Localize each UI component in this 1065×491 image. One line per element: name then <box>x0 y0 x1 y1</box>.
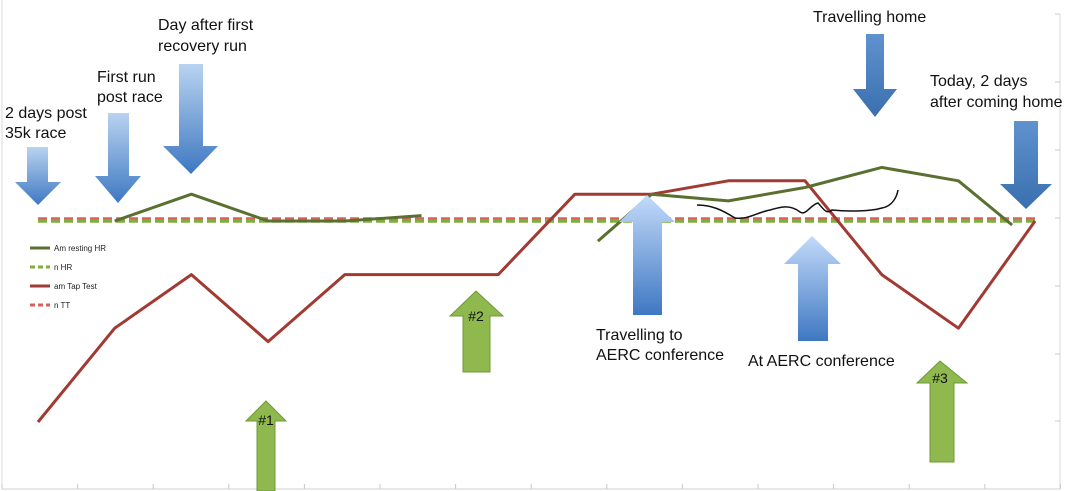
marker-arrow-3: #3 <box>915 360 969 463</box>
series-line-am-resting-hr-0 <box>114 192 422 223</box>
arrow-down-travel-home <box>853 34 897 117</box>
arrow-up-travel-to <box>619 195 675 315</box>
annotation-travel-to: Travelling to AERC conference <box>596 327 724 364</box>
annotation-today-line1: Today, 2 days <box>930 73 1028 90</box>
legend: Am resting HR n HR am Tap Test n TT <box>30 244 106 310</box>
marker-arrow-2: #2 <box>448 290 505 373</box>
arrow-down-today <box>1000 121 1052 209</box>
annotation-2days-line1: 2 days post <box>5 105 87 122</box>
arrow-down-first-run <box>95 113 141 203</box>
marker-label-2: #2 <box>468 308 484 324</box>
annotation-2days-post-race: 2 days post 35k race <box>5 105 91 142</box>
annotation-first-run-line2: post race <box>97 89 163 106</box>
annotation-day-after: Day after first recovery run <box>158 17 258 55</box>
annotation-today-line2: after coming home <box>930 94 1063 111</box>
legend-label-2: am Tap Test <box>54 282 98 291</box>
legend-label-0: Am resting HR <box>54 244 106 253</box>
arrow-down-2days <box>15 147 61 205</box>
x-axis-ticks <box>1 484 1061 489</box>
hand-drawn-squiggle <box>696 189 899 220</box>
y-axis-ticks <box>1055 13 1060 422</box>
arrow-up-at-aerc <box>784 236 841 341</box>
arrow-down-day-after <box>163 64 218 174</box>
marker-label-1: #1 <box>258 412 274 428</box>
annotation-2days-line2: 35k race <box>5 125 66 142</box>
marker-label-3: #3 <box>932 370 948 386</box>
annotation-today: Today, 2 days after coming home <box>930 73 1063 111</box>
annotation-travel-to-line2: AERC conference <box>596 347 724 364</box>
data-lines <box>36 165 1037 423</box>
annotation-first-run: First run post race <box>97 69 163 106</box>
annotation-first-run-line1: First run <box>97 69 156 86</box>
series-line-am-tap-test-0 <box>36 179 1037 423</box>
marker-arrow-1: #1 <box>244 400 288 491</box>
legend-label-3: n TT <box>54 301 70 310</box>
series-line-am-resting-hr-1 <box>596 165 1014 243</box>
legend-label-1: n HR <box>54 263 72 272</box>
annotation-at-aerc: At AERC conference <box>748 353 895 370</box>
annotation-day-after-line2: recovery run <box>158 38 247 55</box>
annotation-day-after-line1: Day after first <box>158 17 254 34</box>
annotation-travel-to-line1: Travelling to <box>596 327 683 344</box>
annotation-travel-home-line1: Travelling home <box>813 9 926 26</box>
annotation-at-aerc-line1: At AERC conference <box>748 353 895 370</box>
annotation-travel-home: Travelling home <box>813 9 926 26</box>
